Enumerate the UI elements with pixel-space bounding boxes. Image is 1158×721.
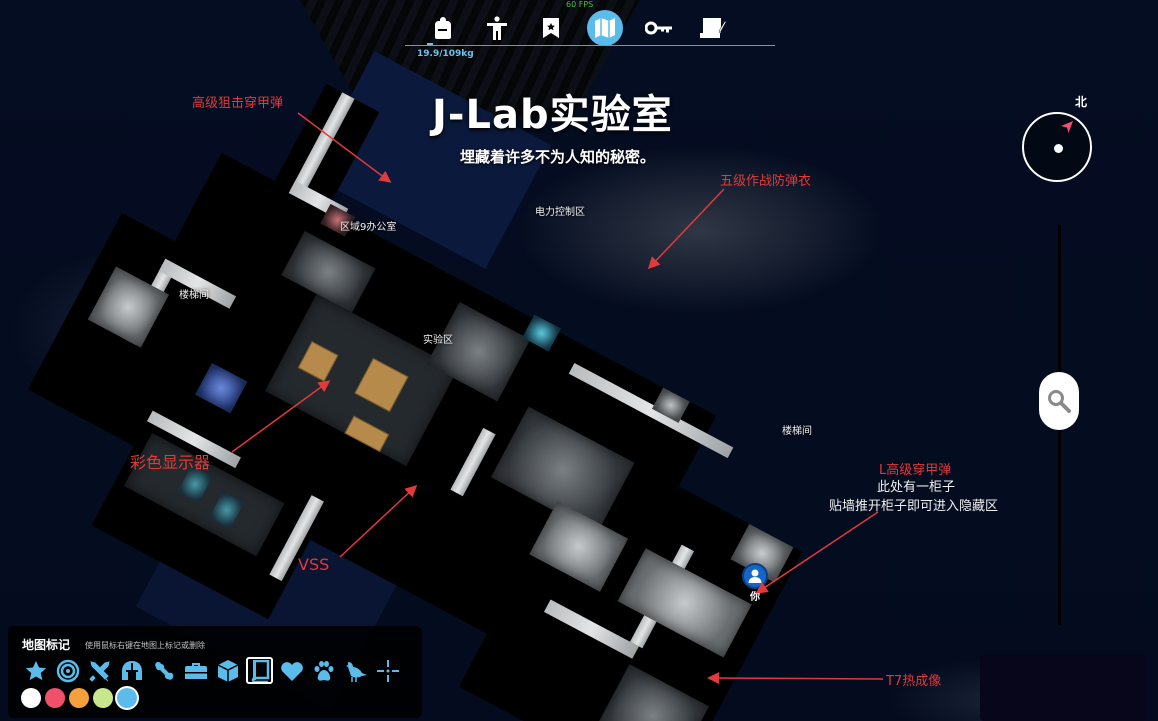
compass-center: [1054, 144, 1063, 153]
tab-keys[interactable]: [641, 10, 677, 46]
marker-crosshair[interactable]: [374, 657, 401, 684]
helmet-icon: [121, 660, 142, 680]
crossed-swords-icon: [88, 660, 110, 682]
target-icon: [56, 659, 79, 682]
zoom-slider-handle[interactable]: [1039, 372, 1079, 430]
north-label: 北: [1075, 95, 1088, 109]
tab-notes[interactable]: [695, 10, 731, 46]
annotation-thermal: T7热成像: [886, 674, 942, 689]
key-icon: [645, 21, 672, 35]
marker-bone[interactable]: [150, 657, 177, 684]
top-tab-bar: [405, 10, 775, 48]
bird-icon: [345, 661, 367, 682]
marker-color-list: [21, 688, 137, 708]
annotation-vss: VSS: [298, 555, 330, 574]
marker-swords[interactable]: [86, 657, 113, 684]
annotation-color-display: 彩色显示器: [130, 453, 211, 472]
annotation-l-ammo: L高级穿甲弹: [879, 463, 952, 478]
area-label-lab: 实验区: [423, 335, 453, 346]
marker-box[interactable]: [214, 657, 241, 684]
weight-bar: [427, 43, 433, 45]
marker-book[interactable]: [246, 657, 273, 684]
box-icon: [217, 659, 238, 682]
color-swatch-red[interactable]: [45, 688, 65, 708]
marker-heart[interactable]: [278, 657, 305, 684]
tab-inventory[interactable]: [425, 10, 461, 46]
player-marker[interactable]: [742, 563, 768, 589]
annotation-l-ammo-note-1: 此处有一柜子: [877, 480, 956, 495]
annotation-sniper-ammo: 高级狙击穿甲弹: [192, 96, 284, 111]
color-swatch-white[interactable]: [21, 688, 41, 708]
compass: [1022, 112, 1092, 182]
map-icon: [595, 18, 615, 38]
marker-toolbox[interactable]: [182, 657, 209, 684]
star-icon: [25, 660, 46, 680]
tab-character[interactable]: [479, 10, 515, 46]
marker-star[interactable]: [22, 657, 49, 684]
player-label: 你: [750, 592, 760, 603]
area-label-stairs-west: 楼梯间: [179, 290, 209, 301]
bottom-right-panel: [980, 655, 1146, 721]
marker-panel-hint: 使用鼠标右键在地图上标记或删除: [85, 641, 205, 650]
map-title: J-Lab实验室: [432, 92, 673, 138]
color-swatch-green[interactable]: [93, 688, 113, 708]
color-swatch-blue[interactable]: [117, 688, 137, 708]
top-bar-divider: [405, 45, 775, 46]
area-label-power: 电力控制区: [535, 207, 585, 218]
toolbox-icon: [184, 662, 207, 679]
notebook-icon: [700, 18, 727, 38]
carry-weight: 19.9/109kg: [417, 49, 474, 59]
crosshair-icon: [376, 659, 399, 682]
tab-tasks[interactable]: [533, 10, 569, 46]
marker-helmet[interactable]: [118, 657, 145, 684]
bookmark-star-icon: [543, 18, 559, 38]
map-marker-panel: 地图标记 使用鼠标右键在地图上标记或删除: [8, 626, 422, 718]
user-icon: [748, 569, 762, 583]
color-swatch-orange[interactable]: [69, 688, 89, 708]
fps-counter: 60 FPS: [566, 0, 594, 9]
map-subtitle: 埋藏着许多不为人知的秘密。: [460, 148, 656, 166]
book-icon: [251, 659, 269, 682]
magnifier-icon: [1048, 390, 1071, 413]
backpack-icon: [435, 17, 451, 39]
tab-map[interactable]: [587, 10, 623, 46]
marker-target[interactable]: [54, 657, 81, 684]
marker-bird[interactable]: [342, 657, 369, 684]
bone-icon: [154, 661, 173, 680]
marker-paw[interactable]: [310, 657, 337, 684]
heart-icon: [280, 661, 303, 681]
area-label-stairs-east: 楼梯间: [782, 426, 812, 437]
annotation-armor: 五级作战防弹衣: [720, 174, 812, 189]
marker-panel-title: 地图标记: [22, 638, 71, 652]
annotation-l-ammo-note-2: 贴墙推开柜子即可进入隐藏区: [829, 499, 999, 514]
person-icon: [487, 16, 507, 40]
paw-icon: [314, 660, 333, 681]
area-label-office: 区域9办公室: [340, 222, 397, 233]
north-arrow-icon: [1061, 121, 1073, 133]
marker-icon-list: [22, 657, 401, 684]
